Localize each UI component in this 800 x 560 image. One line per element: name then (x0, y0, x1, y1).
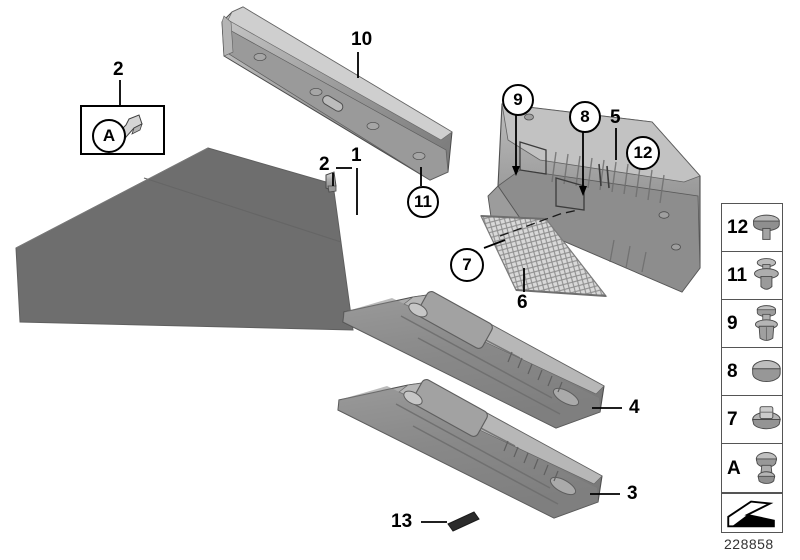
part-3-floor-tray-lower (337, 379, 603, 519)
turn-lock-fastener-icon (749, 396, 782, 443)
expanding-rivet-icon (749, 300, 782, 347)
legend-item-8[interactable]: 8 (722, 348, 782, 396)
direction-arrow-icon (727, 500, 775, 528)
diagram-id: 228858 (724, 536, 774, 552)
callout-8: 8 (569, 101, 601, 133)
legend-item-9[interactable]: 9 (722, 300, 782, 348)
callout-7-label: 7 (462, 255, 472, 274)
legend-item-a[interactable]: A (722, 444, 782, 494)
leader-lines (119, 52, 622, 523)
legend-item-12[interactable]: 12 (722, 204, 782, 252)
callout-9: 9 (502, 84, 534, 116)
callout-3: 3 (627, 483, 638, 504)
callout-11-label: 11 (414, 192, 432, 211)
double-disc-rivet-icon (749, 252, 782, 299)
legend-panel: 12 11 9 (721, 203, 783, 493)
direction-arrow-box (721, 493, 783, 533)
legend-number-9: 9 (727, 312, 738, 334)
part-6-luggage-net (480, 209, 608, 297)
part-13-clip (447, 511, 480, 532)
callout-2-mat: 2 (319, 154, 330, 175)
callout-12: 12 (626, 136, 660, 170)
callout-6: 6 (517, 292, 528, 313)
callout-8-label: 8 (580, 107, 590, 126)
callout-10: 10 (351, 29, 373, 50)
part-1-floor-mat (15, 147, 354, 331)
callout-12-label: 12 (633, 143, 653, 162)
legend-number-12: 12 (727, 216, 749, 238)
part-10-sill-trim (221, 6, 453, 181)
legend-item-7[interactable]: 7 (722, 396, 782, 444)
part-4-floor-tray-upper (342, 291, 605, 429)
callout-4: 4 (629, 397, 640, 418)
callout-9-label: 9 (513, 90, 523, 109)
callout-a-label: A (102, 126, 116, 145)
legend-number-11: 11 (727, 264, 748, 286)
callout-7: 7 (450, 248, 484, 282)
legend-item-11[interactable]: 11 (722, 252, 782, 300)
callout-13: 13 (391, 511, 413, 532)
cap-flat-plug-icon (749, 204, 782, 251)
legend-number-a: A (727, 458, 741, 479)
callout-2-detail: 2 (113, 59, 124, 80)
callout-5: 5 (610, 107, 621, 128)
legend-number-8: 8 (727, 360, 738, 382)
part-2-clip (325, 171, 337, 193)
callout-11: 11 (407, 186, 439, 218)
legend-number-7: 7 (727, 408, 738, 430)
callout-1: 1 (351, 145, 362, 166)
mushroom-stud-clip-icon (749, 444, 782, 494)
leader-arrowheads (512, 166, 587, 196)
callout-a: A (92, 119, 126, 153)
round-blind-plug-icon (749, 348, 782, 395)
